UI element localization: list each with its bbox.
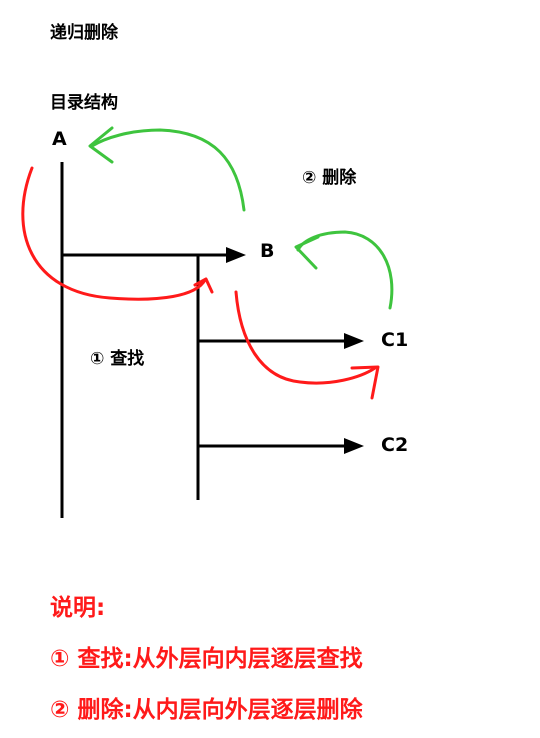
note-heading: 说明:	[50, 595, 106, 621]
node-b-label: B	[260, 240, 275, 262]
find-arrow-a-to-b-head	[193, 277, 214, 294]
structure-label: 目录结构	[50, 93, 118, 113]
tree-lines	[60, 162, 200, 518]
arrow-b-to-c1-head	[344, 333, 364, 349]
find-arrows	[21, 166, 380, 400]
delete-arrow-b-to-a	[90, 128, 246, 212]
diagram-title: 递归删除	[50, 23, 118, 43]
delete-arrow-b-to-a-head	[88, 126, 114, 164]
delete-arrow-c1-to-b-head	[294, 235, 320, 270]
delete-arrows	[88, 126, 394, 310]
tree-arrows	[62, 247, 364, 454]
node-c2-label: C2	[381, 434, 409, 456]
node-a-label: A	[52, 128, 67, 150]
find-arrow-b-to-c1-head	[350, 365, 380, 400]
step-find-label: ① 查找	[90, 349, 145, 369]
note-find: ① 查找:从外层向内层逐层查找	[50, 646, 363, 672]
step-delete-label: ② 删除	[302, 168, 357, 188]
node-c1-label: C1	[381, 329, 409, 351]
find-arrow-a-to-b	[21, 166, 207, 301]
delete-arrow-c1-to-b	[296, 230, 394, 310]
arrow-b-to-c2-head	[344, 438, 364, 454]
arrow-a-to-b-head	[226, 247, 246, 263]
find-arrow-b-to-c1	[234, 290, 377, 385]
note-delete: ② 删除:从内层向外层逐层删除	[50, 697, 363, 723]
